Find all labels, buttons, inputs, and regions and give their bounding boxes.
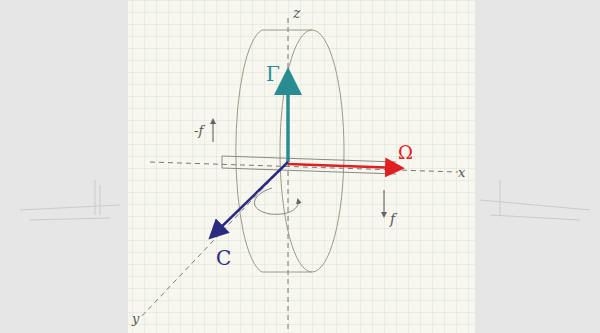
vector-label: Γ	[266, 64, 280, 84]
grid-lines	[128, 0, 475, 333]
z-axis	[288, 18, 289, 330]
force-arrow-up	[213, 120, 214, 142]
axis-label: y	[132, 312, 139, 325]
vector-label: Ω	[398, 144, 413, 162]
y-axis	[140, 162, 288, 318]
axis-label: x	[458, 166, 465, 179]
grid-paper	[128, 0, 475, 333]
rotation-arrow	[254, 188, 298, 214]
vector-label: C	[216, 248, 231, 268]
axis-label: z	[293, 6, 300, 20]
disk	[236, 30, 344, 272]
force-label: f	[390, 212, 395, 226]
c-vector	[212, 162, 288, 236]
omega-vector	[288, 164, 400, 168]
force-arrow-down	[384, 190, 385, 216]
force-label: -f	[194, 124, 203, 137]
gamma-vector	[286, 74, 290, 162]
